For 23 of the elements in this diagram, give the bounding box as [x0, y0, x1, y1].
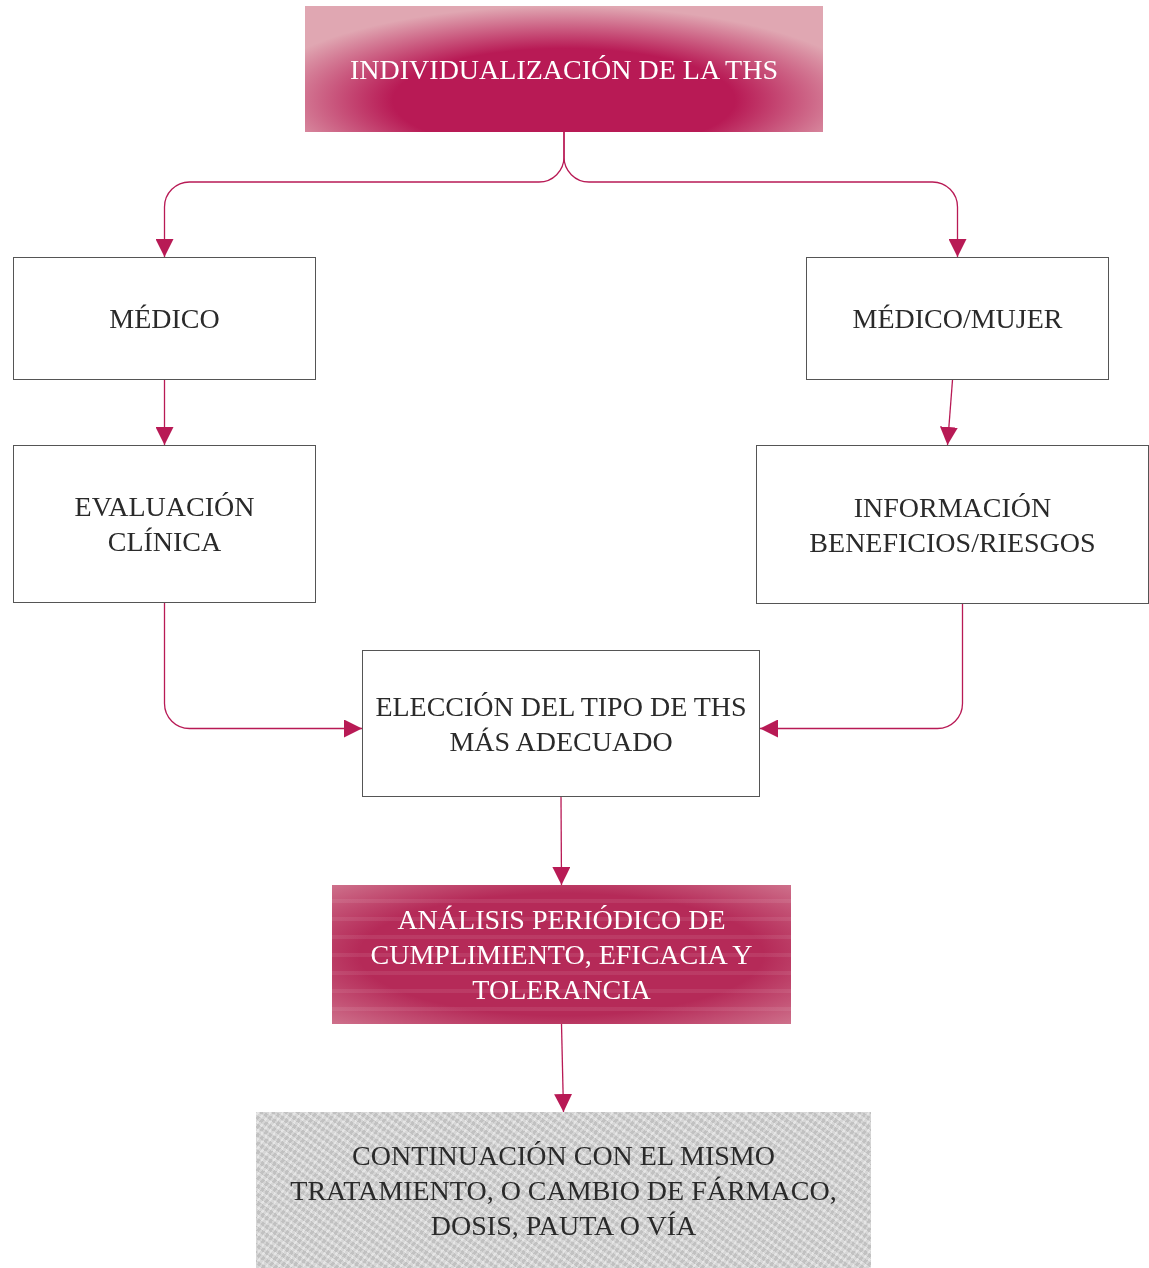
highlight-box: [332, 885, 791, 1024]
box-label: ELECCIÓN DEL TIPO DE THS MÁS ADECUADO: [375, 689, 747, 759]
arrow: [563, 131, 967, 258]
box-label: INFORMACIÓN BENEFICIOS/RIESGOS: [808, 490, 1097, 560]
arrow: [554, 1023, 573, 1113]
arrow: [759, 603, 964, 738]
box-label: EVALUACIÓN CLÍNICA: [73, 490, 256, 559]
arrow: [163, 602, 363, 738]
arrow: [552, 796, 571, 886]
box-label: MÉDICO/MUJER: [852, 302, 1063, 336]
box-label: CONTINUACIÓN CON EL MISMO TRATAMIENTO, O CAMBIO DE FÁRMACO, DOSIS, PAUTA O VÍA: [289, 1138, 838, 1243]
box-label: INDIVIDUALIZACIÓN DE LA THS: [350, 52, 778, 87]
title-box: [305, 6, 823, 132]
box-label: ANÁLISIS PERIÓDICO DE CUMPLIMIENTO, EFICACIA Y TOLERANCIA: [369, 903, 754, 1007]
arrow: [155, 379, 174, 446]
process-box: [13, 445, 316, 603]
process-box: [362, 650, 760, 797]
arrow: [939, 379, 958, 446]
result-box: [256, 1112, 871, 1268]
process-box: [756, 445, 1149, 604]
process-box: [13, 257, 316, 380]
box-label: MÉDICO: [109, 302, 220, 336]
process-box: [806, 257, 1109, 380]
